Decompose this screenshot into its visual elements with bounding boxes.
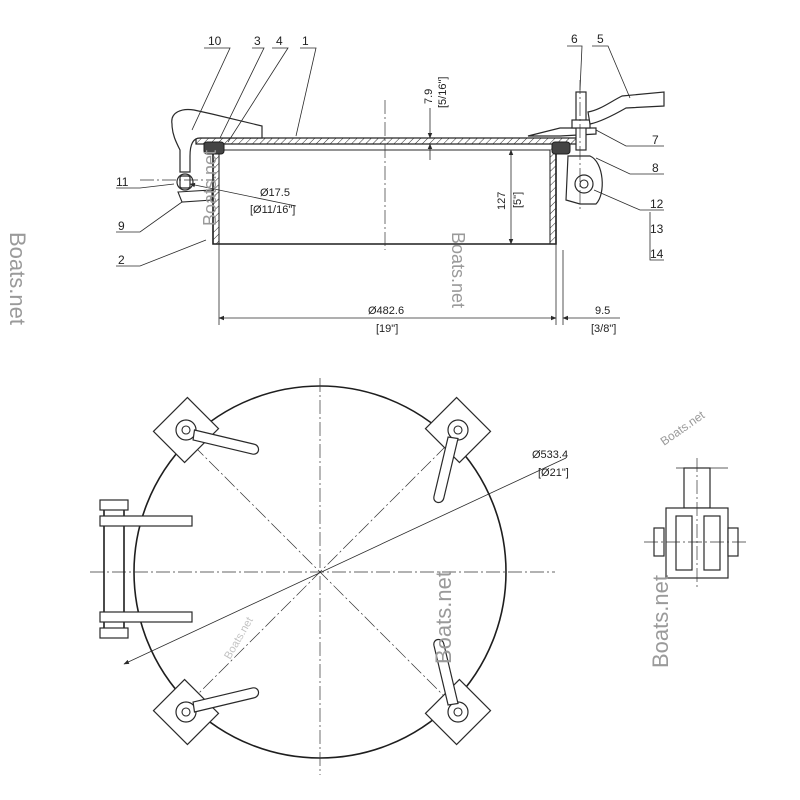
latch-se [424,638,492,746]
hinge-assembly [99,499,193,639]
latch-handle [587,91,665,125]
part-number-label: 1 [302,34,309,48]
part-number-label: 11 [116,175,129,189]
hinge-top-cap [99,499,129,511]
part-number-label: 2 [118,253,125,267]
wall-thickness-label: 9.5 [595,305,610,317]
cover-plate [195,137,579,145]
detail-lug-right [703,515,721,571]
cover-diameter-label: Ø533.4 [532,449,568,461]
part-number-label: 12 [650,197,664,211]
hinge-bottom-cap [99,627,129,639]
watermarks: Boats.net Boats.net Boats.net Boats.net … [5,150,708,668]
collar-height-label: 127 [496,192,508,210]
part-number-labels: 10 3 4 1 6 5 7 8 12 13 14 11 9 2 [116,32,664,267]
plan-view [90,378,567,775]
watermark-text: Boats.net [658,408,708,449]
watermark-text: Boats.net [222,615,256,661]
watermark-text: Boats.net [200,150,220,226]
latch-nw [152,396,260,464]
cover-diameter-imperial-label: [Ø21"] [538,467,569,479]
watermark-text: Boats.net [5,232,30,325]
part-number-label: 6 [571,32,578,46]
hinge-arm-top [99,515,193,527]
part-number-label: 8 [652,161,659,175]
plate-thickness-label: 7.9 [423,89,435,104]
latch-nut [571,119,591,129]
watermark-text: Boats.net [431,571,456,664]
lug-pin [574,174,594,194]
hinge-bushing [179,175,191,189]
section-view [116,45,665,325]
dimension-lines [189,108,620,325]
part-number-label: 13 [650,222,664,236]
collar-diameter-label: Ø482.6 [368,305,404,317]
gasket-right [551,141,571,155]
part-number-label: 5 [597,32,604,46]
part-number-label: 3 [254,34,261,48]
part-number-label: 4 [276,34,283,48]
part-number-label: 10 [208,34,222,48]
watermark-text: Boats.net [648,575,673,668]
plate-thickness-imperial-label: [5/16"] [437,77,449,108]
latch-ne [424,396,492,504]
latch-sw [152,678,260,746]
dimension-labels: 7.9 [5/16"] Ø17.5 [Ø11/16"] 127 [5"] Ø48… [250,77,616,479]
collar-diameter-imperial-label: [19"] [376,323,398,335]
collar-height-imperial-label: [5"] [512,192,524,208]
leaders [116,45,664,267]
detail-view [644,458,748,590]
hole-diameter-label: Ø17.5 [260,187,290,199]
part-number-label: 14 [650,247,664,261]
hole-diameter-imperial-label: [Ø11/16"] [250,204,295,216]
gasket-left [203,141,225,155]
watermark-text: Boats.net [448,232,468,308]
wall-thickness-imperial-label: [3/8"] [591,323,616,335]
part-number-label: 9 [118,219,125,233]
hinge-arm-bottom [99,611,193,623]
detail-lug-left [675,515,693,571]
part-number-label: 7 [652,133,659,147]
